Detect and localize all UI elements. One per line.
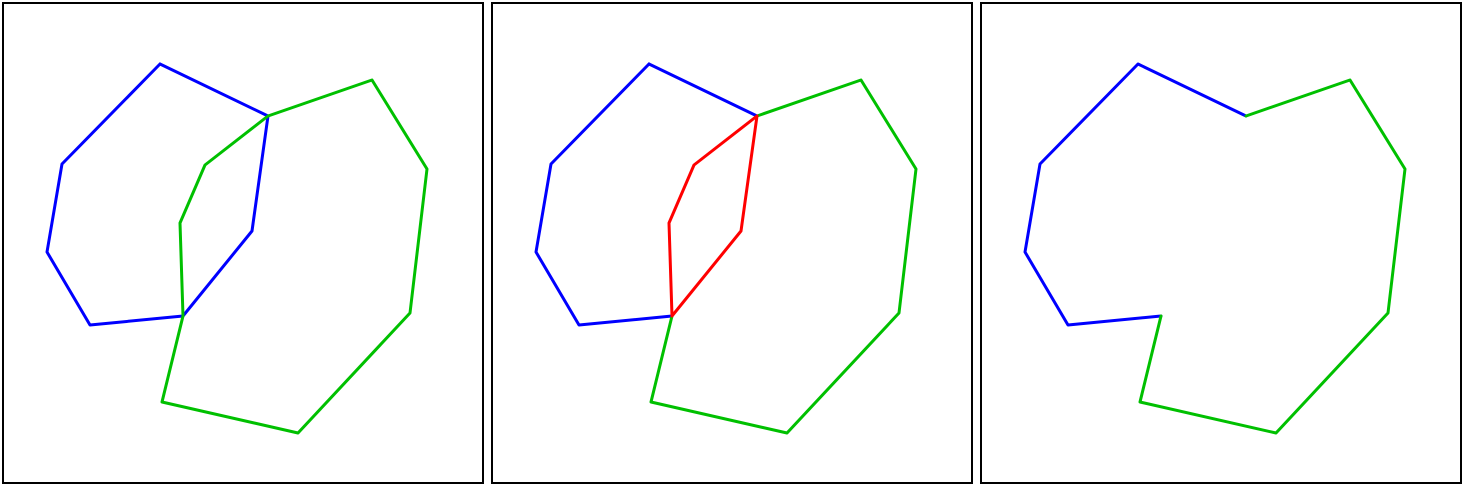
polygon-b-outer-edge [649, 78, 918, 435]
union-edge-polygon-a [1023, 62, 1248, 327]
polygon-a-outer-edge-top [647, 62, 759, 118]
polygon-a-outer-edge-left [534, 62, 674, 327]
union-edge-polygon-b [1138, 78, 1407, 435]
polygon-b-outline [160, 78, 429, 435]
polygons-canvas [534, 62, 918, 435]
polygon-a-outline [45, 62, 270, 327]
panel-overlapping-polygons [2, 2, 484, 484]
polygons-canvas [1023, 62, 1407, 435]
panel-union [980, 2, 1462, 484]
panel-overlap-highlighted [491, 2, 973, 484]
overlap-region-outline [667, 114, 759, 318]
polygons-canvas [45, 62, 429, 435]
